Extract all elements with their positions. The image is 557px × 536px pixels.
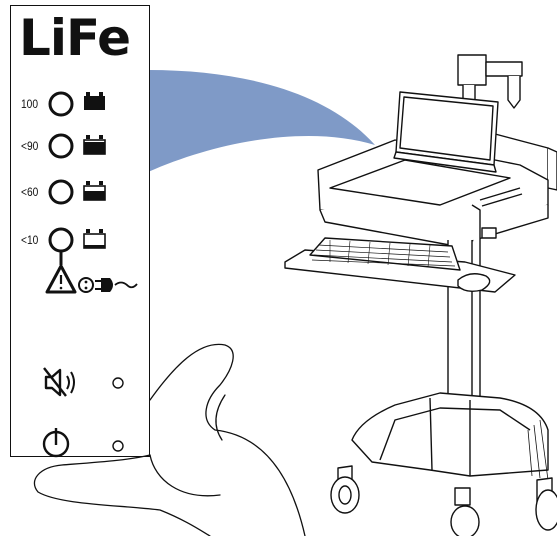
control-panel: LiFe 100 <90 <60 <10: [10, 5, 150, 457]
callout-arc: [148, 70, 375, 172]
battery-level-label-60: <60: [21, 185, 38, 199]
brand-logo: LiFe: [19, 8, 130, 68]
battery-level-label-90: <90: [21, 139, 38, 153]
battery-level-label-100: 100: [21, 97, 38, 111]
battery-level-label-10: <10: [21, 233, 38, 247]
